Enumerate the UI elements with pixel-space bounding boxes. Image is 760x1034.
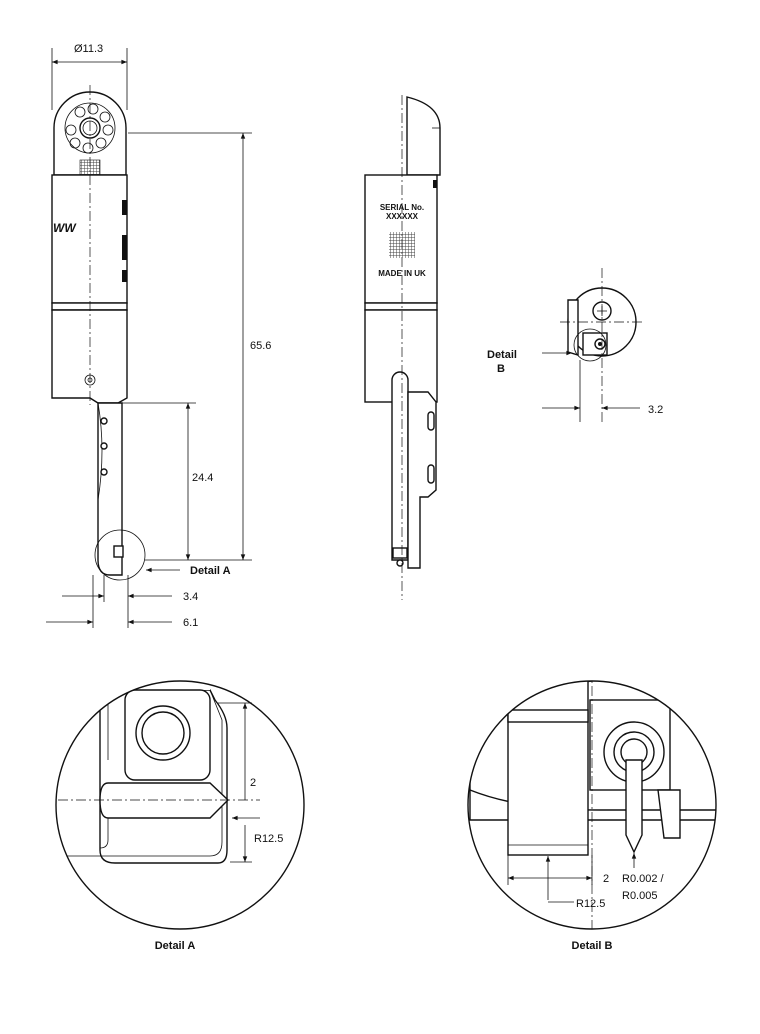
upper-body (51, 174, 128, 304)
end-view: Detail B 3.2 (487, 268, 663, 425)
detail-b-callout-letter: B (497, 363, 505, 375)
detail-a-stylus (99, 782, 230, 819)
detail-b-callout: Detail (487, 349, 517, 361)
detail-b-body (507, 681, 589, 856)
detail-a-radius-dimension: R12.5 (254, 833, 283, 845)
detail-a-caption: Detail A (155, 940, 196, 952)
detail-a: 2 R12.5 Detail A (55, 680, 305, 952)
end-offset-dimension: 3.2 (648, 404, 663, 416)
detail-b: 2 R12.5 R0.002 / R0.005 Detail B (467, 680, 717, 952)
detail-b-circle (573, 328, 607, 362)
detail-a-callout: Detail A (190, 565, 231, 577)
shaft-length-dimension: 24.4 (192, 472, 213, 484)
detail-b-width-dimension: 2 (603, 873, 609, 885)
offset-dimension-3-4: 3.4 (183, 591, 198, 603)
detail-a-circle (94, 529, 146, 581)
detail-b-caption: Detail B (572, 940, 613, 952)
offset-dimension-6-1: 6.1 (183, 617, 198, 629)
side-view: SERIAL No. XXXXXX MADE IN UK (364, 95, 441, 600)
front-view: WW Ø11.3 65.6 24.4 Detail A 3.4 6.1 (46, 43, 271, 629)
detail-b-stylus (625, 759, 643, 854)
stylus-tip (113, 545, 124, 558)
detail-b-tip-radius-2: R0.005 (622, 890, 657, 902)
origin-label: MADE IN UK (378, 269, 426, 278)
length-dimension: 65.6 (250, 340, 271, 352)
detail-b-tip-radius: R0.002 / (622, 873, 665, 885)
logo: WW (53, 221, 77, 235)
side-head (406, 96, 441, 176)
lower-body (51, 309, 128, 404)
side-stylus (391, 371, 409, 561)
detail-a-height-dimension: 2 (250, 777, 256, 789)
diameter-dimension: Ø11.3 (74, 43, 103, 55)
detail-b-radius-dimension: R12.5 (576, 898, 605, 910)
